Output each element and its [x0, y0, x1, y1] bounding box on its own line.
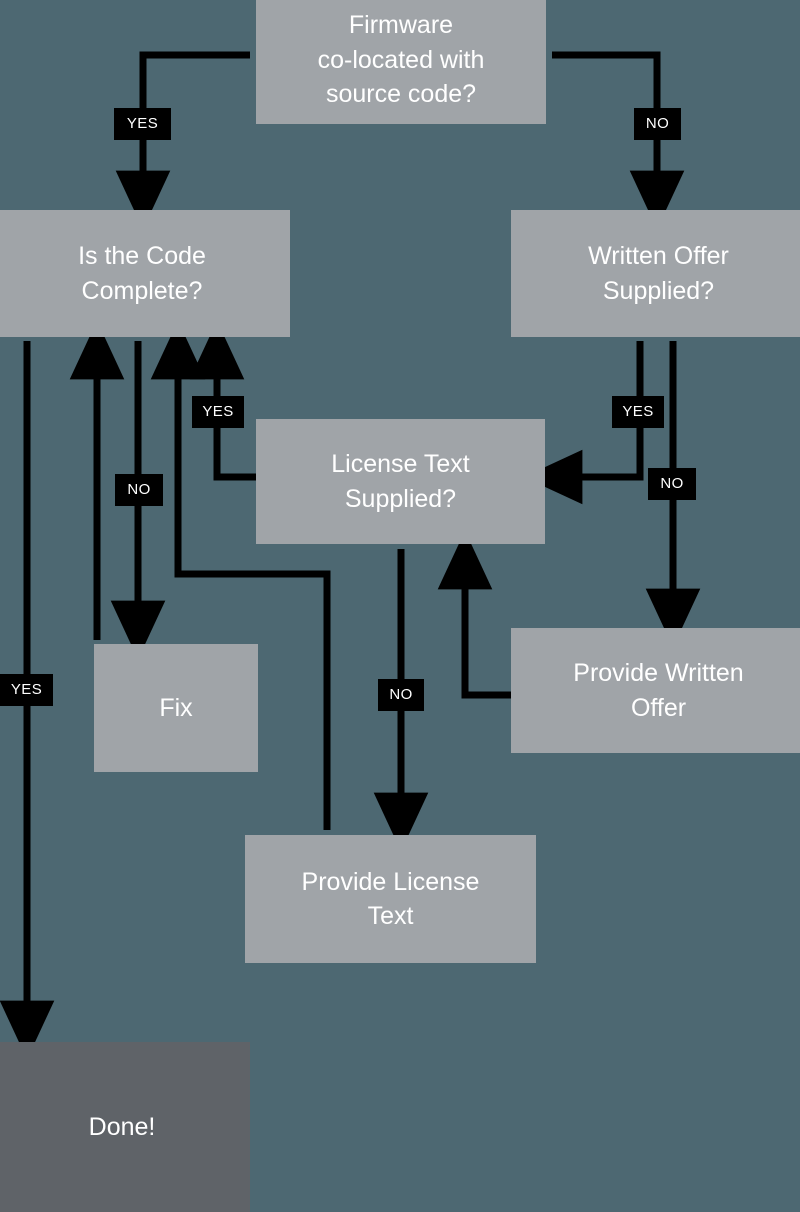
edge-label-license-yes: YES	[192, 396, 244, 428]
edge-license-yes	[189, 320, 256, 481]
node-provide-written-offer[interactable]: Provide Written Offer	[511, 628, 800, 753]
edge-label-license-no: NO	[378, 679, 424, 711]
node-firmware-co-located[interactable]: Firmware co-located with source code?	[256, 0, 546, 124]
edge-label-firmware-no: NO	[634, 108, 681, 140]
edge-license-done-to-code	[150, 320, 331, 830]
node-done[interactable]: Done!	[0, 1042, 250, 1212]
edge-label-offer-no: NO	[648, 468, 696, 500]
node-is-code-complete[interactable]: Is the Code Complete?	[0, 210, 290, 337]
edge-label-offer-yes: YES	[612, 396, 664, 428]
node-license-text-supplied[interactable]: License Text Supplied?	[256, 419, 545, 544]
edge-offer-yes	[523, 341, 644, 505]
edge-label-code-no: NO	[115, 474, 163, 506]
edge-firmware-yes	[115, 51, 250, 230]
edge-label-code-yes: YES	[0, 674, 53, 706]
node-provide-license-text[interactable]: Provide License Text	[245, 835, 536, 963]
node-fix[interactable]: Fix	[94, 644, 258, 772]
edge-label-firmware-yes: YES	[114, 108, 171, 140]
edge-firmware-no	[552, 51, 685, 230]
edge-offer-to-license	[437, 530, 511, 699]
node-written-offer-supplied[interactable]: Written Offer Supplied?	[511, 210, 800, 337]
